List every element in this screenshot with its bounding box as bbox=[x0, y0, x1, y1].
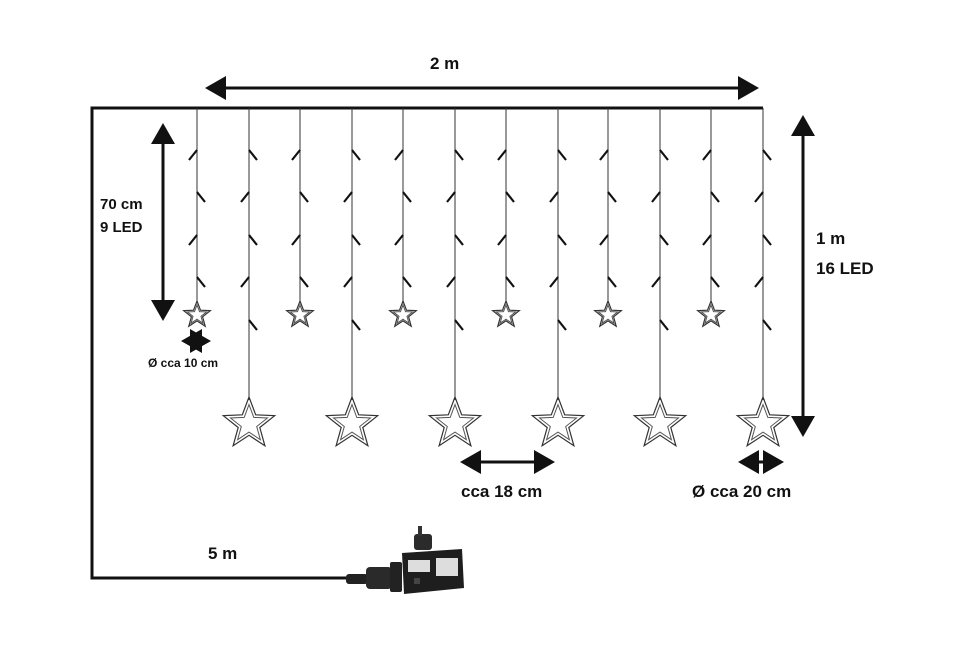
big-star-inner bbox=[435, 403, 475, 441]
led-bulb bbox=[762, 319, 772, 331]
led-bulb bbox=[557, 234, 567, 246]
led-bulb bbox=[188, 149, 198, 161]
power-adapter-icon bbox=[346, 526, 464, 594]
led-bulb bbox=[394, 234, 404, 246]
led-bulb bbox=[549, 191, 559, 203]
big-star bbox=[324, 395, 380, 448]
small-star bbox=[491, 299, 521, 328]
short-length-label: 70 cm bbox=[100, 196, 143, 213]
big-star-inner bbox=[229, 403, 269, 441]
led-bulb bbox=[446, 276, 456, 288]
led-bulb bbox=[240, 191, 250, 203]
led-bulb bbox=[196, 276, 206, 288]
led-bulb bbox=[343, 276, 353, 288]
led-bulb bbox=[599, 234, 609, 246]
big-star-label: Ø cca 20 cm bbox=[692, 482, 791, 501]
led-bulb bbox=[549, 276, 559, 288]
big-star bbox=[221, 395, 277, 448]
big-star-inner bbox=[538, 403, 578, 441]
led-bulb bbox=[557, 149, 567, 161]
led-bulb bbox=[454, 234, 464, 246]
led-bulb bbox=[505, 191, 515, 203]
led-bulb bbox=[651, 276, 661, 288]
led-bulb bbox=[248, 234, 258, 246]
led-bulb bbox=[659, 319, 669, 331]
led-bulb bbox=[702, 149, 712, 161]
small-star bbox=[388, 299, 418, 328]
led-bulb bbox=[248, 149, 258, 161]
led-bulb bbox=[196, 191, 206, 203]
big-star bbox=[632, 395, 688, 448]
led-bulb bbox=[188, 234, 198, 246]
cable-label: 5 m bbox=[208, 544, 237, 563]
small-star-inner bbox=[700, 303, 722, 325]
led-bulb bbox=[659, 234, 669, 246]
led-bulb bbox=[497, 234, 507, 246]
led-bulb bbox=[351, 234, 361, 246]
small-star-label: Ø cca 10 cm bbox=[148, 356, 218, 370]
led-bulb bbox=[710, 191, 720, 203]
led-bulb bbox=[402, 276, 412, 288]
small-star bbox=[182, 299, 212, 328]
big-star bbox=[530, 395, 586, 448]
small-star-inner bbox=[495, 303, 517, 325]
led-bulb bbox=[754, 276, 764, 288]
led-bulb bbox=[607, 276, 617, 288]
height-label: 1 m bbox=[816, 229, 845, 248]
led-bulb bbox=[505, 276, 515, 288]
top-cable bbox=[90, 106, 763, 580]
short-leds-label: 9 LED bbox=[100, 219, 143, 236]
led-bulb bbox=[599, 149, 609, 161]
big-star bbox=[735, 395, 791, 448]
led-bulb bbox=[607, 191, 617, 203]
led-bulb bbox=[497, 149, 507, 161]
spacing-label: cca 18 cm bbox=[461, 482, 542, 501]
small-star-inner bbox=[289, 303, 311, 325]
small-star bbox=[696, 299, 726, 328]
led-bulb bbox=[343, 191, 353, 203]
led-bulb bbox=[240, 276, 250, 288]
led-bulb bbox=[754, 191, 764, 203]
led-bulb bbox=[291, 234, 301, 246]
led-bulb bbox=[454, 319, 464, 331]
led-bulb bbox=[557, 319, 567, 331]
big-star bbox=[427, 395, 483, 448]
led-bulb bbox=[702, 234, 712, 246]
led-bulb bbox=[402, 191, 412, 203]
big-star-inner bbox=[743, 403, 783, 441]
small-star-inner bbox=[392, 303, 414, 325]
led-bulb bbox=[248, 319, 258, 331]
led-bulb bbox=[446, 191, 456, 203]
led-bulb bbox=[299, 191, 309, 203]
small-star bbox=[285, 299, 315, 328]
small-star-inner bbox=[597, 303, 619, 325]
led-bulb bbox=[299, 276, 309, 288]
big-star-inner bbox=[332, 403, 372, 441]
led-bulb bbox=[454, 149, 464, 161]
width-label: 2 m bbox=[430, 54, 459, 73]
height-leds-label: 16 LED bbox=[816, 259, 874, 278]
led-bulb bbox=[651, 191, 661, 203]
led-bulb bbox=[291, 149, 301, 161]
led-bulb bbox=[351, 149, 361, 161]
led-bulb bbox=[710, 276, 720, 288]
led-bulb bbox=[659, 149, 669, 161]
light-strands bbox=[182, 108, 791, 448]
led-bulb bbox=[762, 234, 772, 246]
led-bulb bbox=[351, 319, 361, 331]
small-star bbox=[593, 299, 623, 328]
led-bulb bbox=[762, 149, 772, 161]
big-star-inner bbox=[640, 403, 680, 441]
led-bulb bbox=[394, 149, 404, 161]
small-star-inner bbox=[186, 303, 208, 325]
